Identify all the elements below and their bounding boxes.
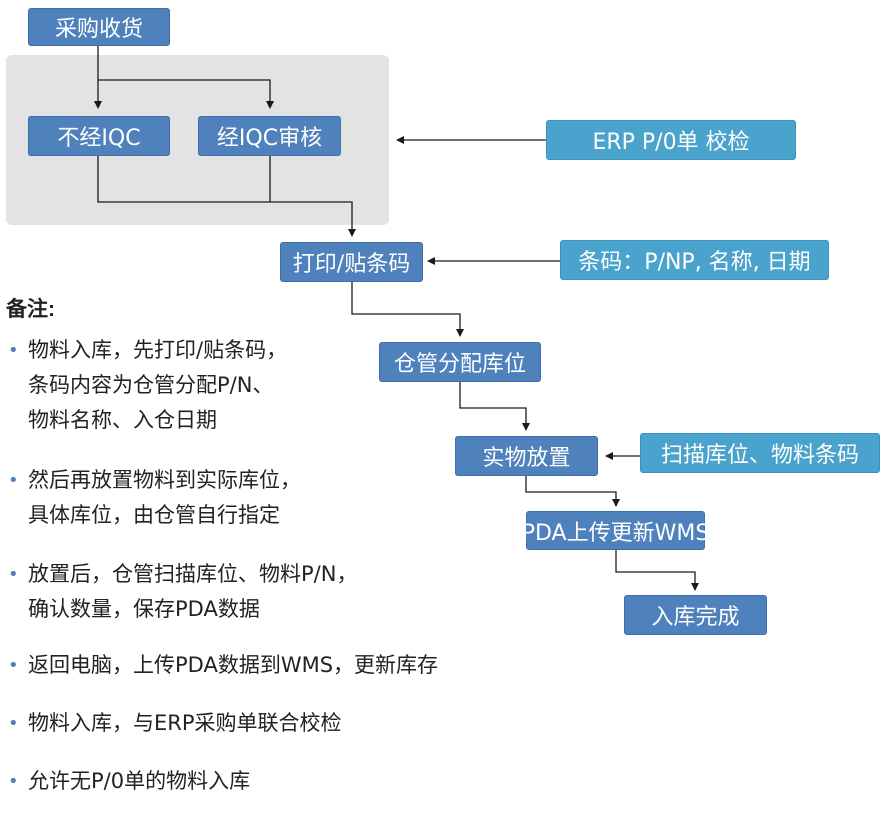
- arrow-no-iqc-to-print: [97, 156, 356, 237]
- node-iqc-review: 经IQC审核: [198, 116, 341, 156]
- note-line: 具体库位，由仓管自行指定: [28, 503, 280, 527]
- note-line: 条码内容为仓管分配P/N、: [28, 373, 274, 397]
- note-line: 物料入库，与ERP采购单联合校检: [28, 711, 342, 735]
- bullet-icon: •: [8, 340, 19, 361]
- bullet-icon: •: [8, 655, 19, 676]
- node-erp-check: ERP P/0单 校检: [546, 120, 796, 160]
- note-line: 物料名称、入仓日期: [28, 408, 217, 432]
- node-place: 实物放置: [455, 436, 598, 476]
- note-item: • 然后再放置物料到实际库位， 具体库位，由仓管自行指定: [8, 463, 301, 533]
- arrow-print-to-assign: [351, 282, 464, 337]
- note-line: 放置后，仓管扫描库位、物料P/N，: [28, 562, 358, 586]
- node-assign-location: 仓管分配库位: [379, 342, 541, 382]
- note-line: 确认数量，保存PDA数据: [28, 597, 260, 621]
- note-line: 允许无P/0单的物料入库: [28, 769, 251, 793]
- bullet-icon: •: [8, 470, 19, 491]
- note-item: • 返回电脑，上传PDA数据到WMS，更新库存: [8, 648, 438, 683]
- node-scan: 扫描库位、物料条码: [640, 433, 880, 473]
- note-item: • 物料入库，先打印/贴条码， 条码内容为仓管分配P/N、 物料名称、入仓日期: [8, 333, 287, 438]
- note-item: • 允许无P/0单的物料入库: [8, 764, 250, 799]
- note-line: 返回电脑，上传PDA数据到WMS，更新库存: [28, 653, 439, 677]
- bullet-icon: •: [8, 771, 19, 792]
- node-pda-upload: PDA上传更新WMS: [522, 511, 709, 550]
- node-receive: 采购收货: [28, 8, 170, 46]
- arrow-place-to-pda: [525, 476, 620, 507]
- node-done: 入库完成: [624, 595, 767, 635]
- note-item: • 放置后，仓管扫描库位、物料P/N， 确认数量，保存PDA数据: [8, 557, 357, 627]
- note-line: 物料入库，先打印/贴条码，: [28, 338, 288, 362]
- note-item: • 物料入库，与ERP采购单联合校检: [8, 706, 342, 741]
- bullet-icon: •: [8, 713, 19, 734]
- bullet-icon: •: [8, 564, 19, 585]
- node-barcode-info: 条码：P/NP, 名称, 日期: [560, 240, 829, 280]
- node-print-label: 打印/贴条码: [280, 242, 423, 282]
- notes-title: 备注:: [6, 298, 55, 321]
- note-line: 然后再放置物料到实际库位，: [28, 468, 301, 492]
- arrow-assign-to-place: [459, 382, 530, 431]
- arrow-receive-to-iqc: [98, 79, 274, 109]
- node-no-iqc: 不经IQC: [28, 116, 170, 156]
- arrow-pda-to-done: [615, 550, 699, 591]
